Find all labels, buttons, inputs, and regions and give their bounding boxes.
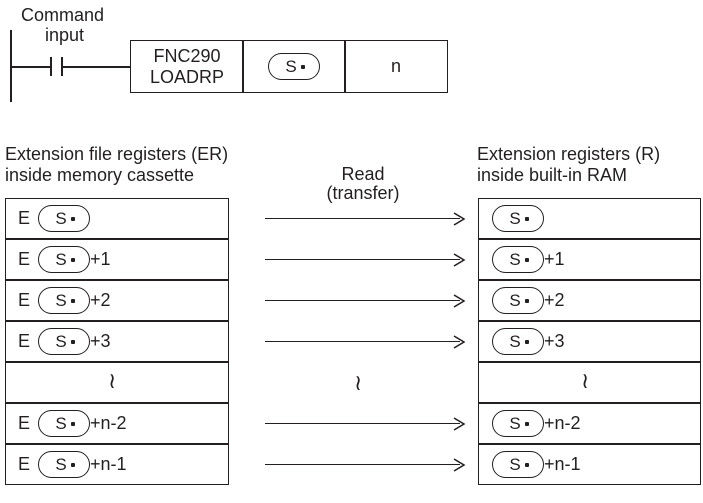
- register-offset: +1: [90, 249, 111, 269]
- left-ellipsis-squiggle: ≀: [108, 368, 117, 393]
- right-table-row: S+n-2: [492, 403, 581, 444]
- right-table-row: S+n-1: [492, 444, 581, 485]
- source-operand-symbol: S: [38, 410, 91, 437]
- transfer-arrow: [265, 340, 460, 342]
- register-offset: +2: [544, 290, 565, 310]
- read-transfer-label: Read (transfer): [326, 164, 400, 203]
- source-operand-symbol: S: [38, 205, 91, 232]
- ladder-wire-right: [61, 66, 131, 68]
- source-operand-symbol: S: [38, 328, 91, 355]
- right-table-row-divider: [478, 279, 701, 281]
- right-table-row-divider: [478, 402, 701, 404]
- right-table-row: S: [492, 198, 544, 239]
- count-operand-cell: n: [344, 40, 448, 93]
- transfer-arrow: [265, 299, 460, 301]
- register-offset: +n-1: [544, 454, 581, 474]
- left-table-row-divider: [5, 361, 229, 363]
- left-table-row-divider: [5, 443, 229, 445]
- register-offset: +n-2: [90, 413, 127, 433]
- source-operand-cell: S: [242, 40, 346, 93]
- source-operand-symbol: S: [38, 451, 91, 478]
- register-prefix: E: [18, 454, 31, 474]
- contact-left-bar: [50, 57, 52, 76]
- left-table-row-divider: [5, 320, 229, 322]
- command-input-label: Command input: [21, 5, 105, 45]
- left-table-row-divider: [5, 279, 229, 281]
- right-table-row-divider: [478, 361, 701, 363]
- arrow-head-icon: [453, 293, 466, 308]
- left-table-title: Extension file registers (ER) inside mem…: [5, 144, 229, 185]
- arrow-head-icon: [453, 211, 466, 226]
- left-table-row-divider: [5, 402, 229, 404]
- right-table-row-divider: [478, 443, 701, 445]
- source-operand-symbol: S: [492, 246, 544, 273]
- right-table-row-divider: [478, 320, 701, 322]
- right-register-table: [478, 198, 701, 485]
- right-table-row: S+2: [492, 280, 565, 321]
- register-offset: +3: [544, 331, 565, 351]
- arrow-head-icon: [453, 334, 466, 349]
- transfer-arrow: [265, 258, 460, 260]
- register-prefix: E: [18, 331, 31, 351]
- middle-ellipsis-squiggle: ≀: [354, 370, 363, 395]
- left-table-row-divider: [5, 238, 229, 240]
- source-operand-symbol: S: [38, 246, 91, 273]
- right-ellipsis-squiggle: ≀: [581, 368, 590, 393]
- source-operand-symbol: S: [492, 328, 544, 355]
- register-offset: +1: [544, 249, 565, 269]
- source-operand-symbol: S: [492, 287, 544, 314]
- source-operand-symbol: S: [492, 451, 544, 478]
- right-table-row-divider: [478, 238, 701, 240]
- register-prefix: E: [18, 413, 31, 433]
- instruction-cell: FNC290 LOADRP: [130, 40, 244, 93]
- source-operand-symbol: S: [38, 287, 91, 314]
- register-offset: +n-1: [90, 454, 127, 474]
- transfer-arrow: [265, 463, 460, 465]
- source-operand-symbol: S: [268, 53, 320, 80]
- ladder-wire-left: [10, 66, 50, 68]
- right-table-row: S+1: [492, 239, 565, 280]
- transfer-arrow: [265, 422, 460, 424]
- register-prefix: E: [18, 249, 31, 269]
- register-offset: +n-2: [544, 413, 581, 433]
- arrow-head-icon: [453, 457, 466, 472]
- register-prefix: E: [18, 208, 31, 228]
- left-register-table: [5, 198, 229, 485]
- right-table-title: Extension registers (R) inside built-in …: [477, 144, 661, 185]
- register-prefix: E: [18, 290, 31, 310]
- arrow-head-icon: [453, 416, 466, 431]
- right-table-row: S+3: [492, 321, 565, 362]
- arrow-head-icon: [453, 252, 466, 267]
- register-offset: +2: [90, 290, 111, 310]
- transfer-arrow: [265, 217, 460, 219]
- register-offset: +3: [90, 331, 111, 351]
- source-operand-symbol: S: [492, 410, 544, 437]
- source-operand-symbol: S: [492, 205, 544, 232]
